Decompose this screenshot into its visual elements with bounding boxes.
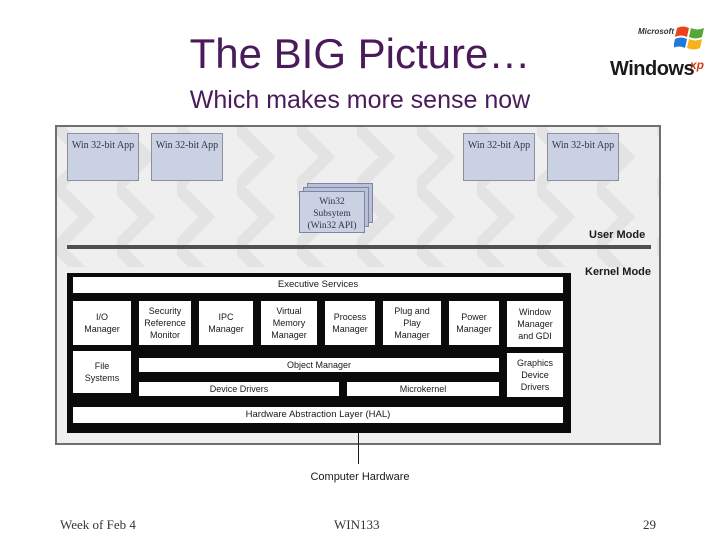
windows-flag-icon	[674, 26, 704, 50]
component-line: Reference	[144, 318, 186, 328]
hal-bar: Hardware Abstraction Layer (HAL)	[73, 407, 563, 423]
io-manager: I/O Manager	[73, 301, 131, 345]
component-line: Security	[148, 306, 182, 316]
component-line: Manager	[517, 319, 553, 329]
component-line: Manager	[456, 324, 492, 334]
component-line: I/O	[95, 312, 108, 322]
object-manager-label: Object Manager	[286, 360, 352, 370]
architecture-diagram: Win 32-bit App Win 32-bit App Win 32-bit…	[55, 125, 661, 445]
component-line: Play	[403, 318, 421, 328]
mode-separator	[67, 245, 651, 249]
slide-subtitle: Which makes more sense now	[189, 86, 531, 114]
component-line: Manager	[271, 330, 307, 340]
executive-services-bar: Executive Services	[73, 277, 563, 293]
app-box-2: Win 32-bit App	[151, 133, 223, 181]
component-line: Memory	[272, 318, 306, 328]
app-box-4: Win 32-bit App	[547, 133, 619, 181]
user-mode-label: User Mode	[589, 229, 646, 241]
component-line: Manager	[208, 324, 244, 334]
microkernel-label: Microkernel	[399, 384, 447, 394]
logo-xp: xp	[690, 58, 705, 72]
hardware-connector	[358, 431, 359, 464]
component-line: Manager	[332, 324, 368, 334]
device-drivers-label: Device Drivers	[209, 384, 269, 394]
component-line: Graphics	[516, 358, 553, 368]
component-line: File	[94, 361, 110, 371]
footer-course: WIN133	[334, 517, 380, 532]
device-drivers-bar: Device Drivers	[139, 382, 339, 396]
ipc-manager: IPC Manager	[199, 301, 253, 345]
component-line: Virtual	[276, 306, 302, 316]
page-number: 29	[643, 517, 656, 532]
component-line: IPC	[218, 312, 234, 322]
component-line: and GDI	[518, 331, 552, 341]
slide-title: The BIG Picture…	[189, 30, 531, 77]
logo-windows: Windows	[610, 58, 695, 80]
executive-services-label: Executive Services	[277, 279, 359, 290]
computer-hardware-label: Computer Hardware	[310, 471, 410, 483]
app-label: Win 32-bit App	[71, 140, 135, 151]
component-line: Monitor	[149, 330, 180, 340]
win32-subsystem: Win32 Subsytem (Win32 API)	[299, 191, 365, 233]
windows-xp-logo: Microsoft Windows xp	[602, 22, 714, 86]
component-line: Device	[521, 370, 549, 380]
component-line: Drivers	[520, 382, 550, 392]
subsystem-line: Subsytem	[313, 209, 351, 219]
app-label: Win 32-bit App	[467, 140, 531, 151]
kernel-mode-label: Kernel Mode	[585, 266, 652, 278]
subsystem-line: (Win32 API)	[307, 221, 357, 231]
app-label: Win 32-bit App	[551, 140, 615, 151]
component-line: Process	[333, 312, 367, 322]
app-label: Win 32-bit App	[155, 140, 219, 151]
hal-label: Hardware Abstraction Layer (HAL)	[245, 409, 391, 420]
subsystem-line: Win32	[319, 197, 345, 207]
logo-maker: Microsoft	[638, 27, 674, 36]
component-line: Power	[461, 312, 487, 322]
footer-date: Week of Feb 4	[60, 517, 136, 532]
microkernel-bar: Microkernel	[347, 382, 499, 396]
component-line: Systems	[84, 373, 120, 383]
component-line: Plug and	[394, 306, 430, 316]
object-manager-bar: Object Manager	[139, 358, 499, 372]
component-line: Window	[518, 307, 551, 317]
component-line: Manager	[394, 330, 430, 340]
app-box-3: Win 32-bit App	[463, 133, 535, 181]
app-box-1: Win 32-bit App	[67, 133, 139, 181]
component-line: Manager	[84, 324, 120, 334]
